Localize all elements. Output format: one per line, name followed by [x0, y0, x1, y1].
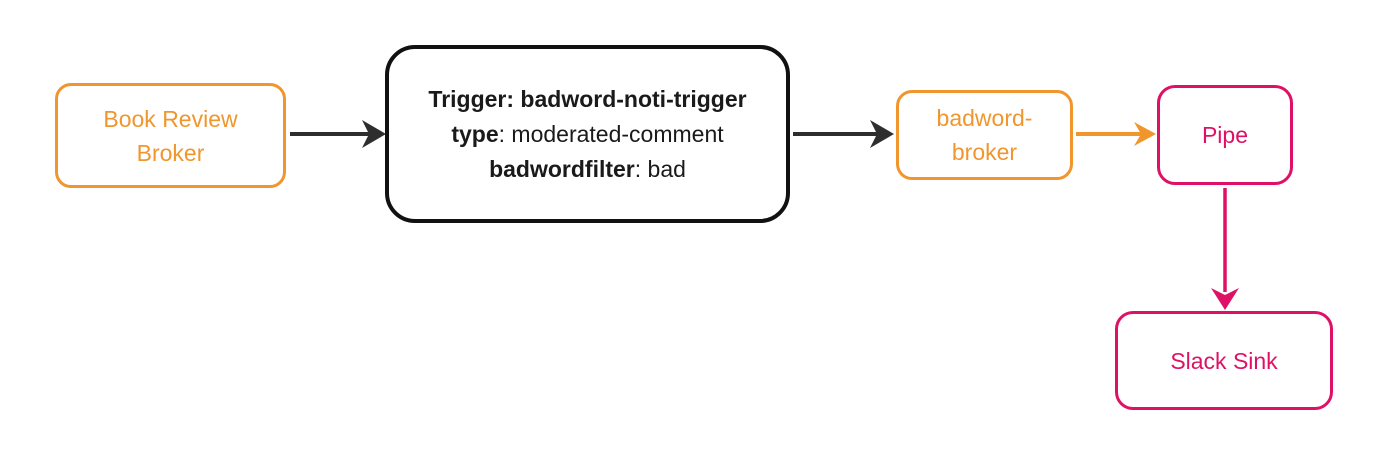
node-slack-sink-label: Slack Sink [1170, 347, 1278, 374]
node-badword-broker: badword-broker [896, 90, 1073, 180]
node-pipe-label: Pipe [1201, 122, 1249, 148]
trigger-line-3: badwordfilter: bad [489, 152, 686, 187]
trigger-line-3-bold: badwordfilter [489, 155, 635, 182]
trigger-line-3-regular: : bad [634, 155, 686, 182]
node-book-review-broker: Book Review Broker [55, 83, 286, 188]
node-badword-broker-label: badword-broker [936, 105, 1033, 165]
node-trigger: Trigger: badword-noti-trigger type: mode… [385, 45, 790, 223]
arrow-pipe-to-slack-sink [1211, 188, 1239, 310]
trigger-line-2-regular: : moderated-comment [498, 120, 724, 147]
node-pipe: Pipe [1157, 85, 1293, 185]
trigger-line-1: Trigger: badword-noti-trigger [428, 82, 746, 117]
trigger-line-2-bold: type [451, 120, 499, 147]
arrowhead-icon [1134, 122, 1156, 146]
arrowhead-icon [870, 120, 894, 148]
arrow-badword-broker-to-pipe [1076, 122, 1156, 146]
arrowhead-icon [1211, 288, 1239, 310]
node-slack-sink: Slack Sink [1115, 311, 1333, 410]
arrow-trigger-to-badword-broker [793, 120, 894, 148]
node-book-review-broker-label: Book Review Broker [103, 105, 238, 166]
arrow-book-review-broker-to-trigger [290, 120, 386, 148]
trigger-line-1-bold: Trigger: badword-noti-trigger [428, 85, 747, 112]
trigger-line-2: type: moderated-comment [451, 117, 723, 152]
arrowhead-icon [362, 120, 386, 148]
